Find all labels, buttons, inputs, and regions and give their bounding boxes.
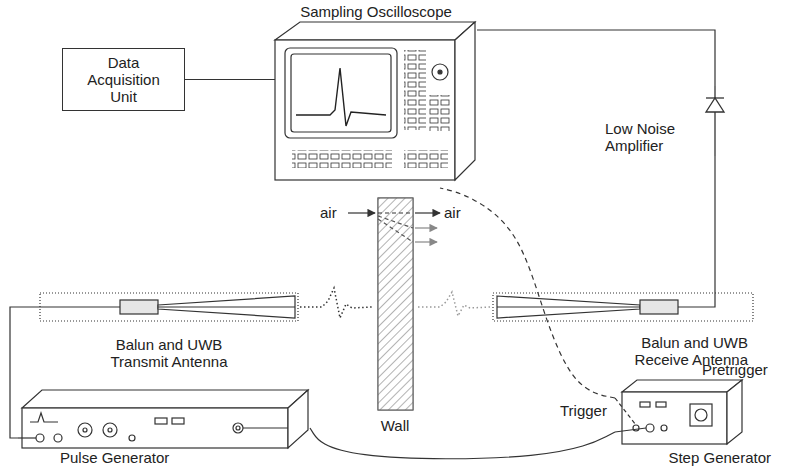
propagation-arrows [378,219,413,242]
step-generator-drawing [615,398,636,425]
wall: Wall [365,195,425,435]
port-label: Trigger [560,402,607,419]
step-generator-drawing [656,402,666,407]
pulse-generator-drawing [103,423,117,437]
pulse-generator-drawing [243,427,288,428]
node-label: Step Generator [668,449,771,466]
oscilloscope-drawing [428,95,450,131]
transmit-antenna-drawing [158,296,295,318]
signal-cable [185,79,275,80]
step-generator-drawing [615,428,646,432]
step-generator: Step Generator [615,372,775,466]
uwb-pulse [300,288,372,318]
signal-cable [714,156,715,290]
amplifier-symbol [714,112,715,156]
pulse-generator-drawing [172,418,184,424]
propagation-arrows [415,227,437,228]
step-generator-drawing [640,402,650,407]
step-generator-drawing [695,409,707,421]
trigger-cable [310,428,615,459]
amplifier-symbol [706,98,724,112]
pulse-generator-drawing [288,390,308,448]
node-label: Data Acquisition Unit [78,54,170,105]
receive-antenna-drawing [678,290,715,307]
step-generator-drawing [661,425,667,431]
node-label: Pulse Generator [60,449,169,466]
oscilloscope-drawing [285,48,397,138]
propagation-arrows [415,212,440,213]
oscilloscope-drawing [438,70,442,74]
step-generator-drawing [615,380,742,444]
medium-label: air [320,204,337,221]
oscilloscope-drawing [404,150,448,168]
node-label: Wall [381,417,410,434]
step-generator-drawing [622,380,742,392]
pulse-generator-drawing [18,390,308,448]
receive-antenna-drawing [497,306,640,307]
oscilloscope-drawing [292,150,392,168]
oscilloscope-drawing [455,22,475,180]
transmit-antenna: Balun and UWB Transmit Antenna [38,290,300,372]
pulse-generator-drawing [236,426,240,430]
pulse-generator-drawing [22,408,288,448]
pulse-generator: Pulse Generator [18,384,310,466]
propagation-arrows [348,213,440,242]
transmit-antenna-drawing [158,306,295,307]
receive-antenna-drawing [493,290,753,321]
pulse-generator-drawing [233,423,243,433]
step-generator-drawing [690,404,712,426]
pulse-generator-drawing [22,390,308,408]
node-label: Low Noise Amplifier [605,120,687,154]
pulse-generator-drawing [54,434,62,442]
transmit-antenna-drawing [38,293,298,321]
oscilloscope-drawing [275,22,475,40]
oscilloscope-drawing [275,40,455,180]
propagation-arrows [348,212,375,213]
oscilloscope-drawing [291,54,391,132]
pulse-generator-drawing [18,437,36,438]
pulse-generator-drawing [83,428,87,432]
amplifier-symbol [714,86,715,98]
process-box: Data Acquisition Unit [62,48,185,111]
step-generator-drawing [727,380,742,444]
pulse-generator-drawing [36,434,44,442]
oscilloscope-drawing [432,64,448,80]
signal-cable [477,30,715,86]
receive-antenna-drawing [640,300,678,314]
step-generator-drawing [622,392,727,444]
uwb-pulse [418,292,490,316]
receive-antenna-drawing [497,296,640,318]
transmit-antenna-drawing [120,300,158,314]
pulse-generator-drawing [155,418,167,424]
pulse-generator-drawing [108,428,112,432]
oscilloscope-drawing [404,50,426,130]
pulse-generator-drawing [78,423,92,437]
node-label: Sampling Oscilloscope [300,3,452,20]
port-label: Pretrigger [702,361,768,378]
propagation-arrows [378,212,413,213]
oscilloscope-drawing [275,22,475,180]
wall-drawing [378,198,413,410]
propagation-arrows [378,216,413,228]
amplifier: Low Noise Amplifier [603,86,731,156]
wall-drawing [378,198,413,410]
receive-antenna: Balun and UWB Receive Antenna [490,290,752,372]
medium-label: air [444,204,461,221]
propagation-arrows [415,241,437,242]
uwb-pulse [300,288,490,318]
wall-drawing [378,198,413,410]
signal-cable [10,307,38,438]
step-generator-drawing [646,424,654,432]
pulse-generator-drawing [30,413,58,422]
transmit-antenna-drawing [38,306,120,307]
pulse-generator-drawing [129,435,135,441]
trigger-cable [440,188,615,398]
amplifier-symbol [706,86,724,156]
node-label: Balun and UWB Transmit Antenna [94,336,244,370]
oscilloscope-drawing [296,68,386,126]
oscilloscope: Sampling Oscilloscope [275,2,477,188]
